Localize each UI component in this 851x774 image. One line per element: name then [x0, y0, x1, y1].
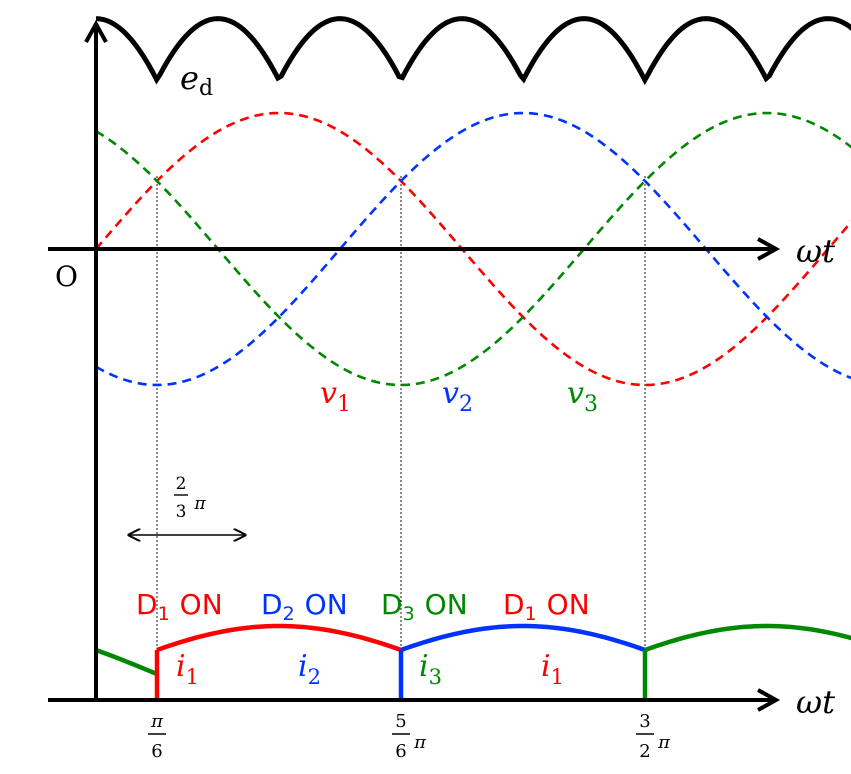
tick-numerator: 3	[639, 711, 650, 732]
v2-label: v2	[442, 376, 473, 417]
phase-voltage-curves	[95, 111, 851, 387]
i1-a-main: i	[176, 649, 186, 684]
d3-on-label: D3 ON	[381, 588, 468, 625]
d3-on-sub: 3	[403, 603, 415, 625]
vertical-guide-lines	[156, 176, 646, 700]
i2-sub: 2	[308, 665, 321, 689]
d1-on-b-on: ON	[547, 588, 590, 621]
i1-label-a: i1	[176, 649, 199, 689]
v2-label-sub: 2	[459, 392, 473, 417]
i1-a-sub: 1	[186, 665, 199, 689]
i2-label: i2	[298, 649, 321, 689]
current-arc-2	[400, 623, 646, 653]
tick-denominator: 6	[395, 741, 406, 762]
ed-label-main: e	[180, 59, 199, 97]
ed-output-curve	[95, 16, 851, 86]
d1-on-label-b: D1 ON	[503, 588, 590, 625]
tick-labels: π656π32π136π176π	[147, 711, 671, 762]
v1-label: v1	[320, 376, 351, 417]
d1-on-a-d: D	[136, 588, 158, 621]
d3-on-on: ON	[425, 588, 468, 621]
tick-denominator: 2	[639, 741, 650, 762]
i1-b-sub: 1	[551, 665, 564, 689]
lower-time-axis-arrowhead	[757, 688, 781, 712]
diode-current-segments	[95, 623, 851, 700]
curve-labels: ed O ωt ωt v1 v2 v3	[55, 59, 835, 721]
vertical-axis-arrowhead	[84, 19, 108, 43]
axes	[48, 19, 781, 712]
d1-on-a-on: ON	[180, 588, 223, 621]
ed-solid-curve	[95, 16, 851, 86]
current-arc-1	[156, 623, 402, 653]
i3-sub: 3	[429, 665, 442, 689]
tick-numerator: π	[150, 711, 164, 732]
tick-pi-symbol: π	[413, 732, 427, 753]
ed-label: ed	[180, 59, 213, 101]
d2-on-sub: 2	[283, 603, 295, 625]
d1-on-label-a: D1 ON	[136, 588, 223, 625]
interval-pi-symbol: π	[193, 494, 206, 514]
current-arc-0	[95, 647, 158, 677]
omega-t-bottom-label: ωt	[796, 683, 835, 721]
interval-annotation: 2 3 π	[129, 474, 245, 535]
i1-b-main: i	[541, 649, 551, 684]
i1-label-b: i1	[541, 649, 564, 689]
i3-main: i	[419, 649, 429, 684]
d1-on-b-d: D	[503, 588, 525, 621]
d3-on-d: D	[381, 588, 403, 621]
v3-dashed-curve	[95, 111, 851, 387]
tick-numerator: 5	[395, 711, 406, 732]
d2-on-d: D	[261, 588, 283, 621]
interval-denominator: 3	[176, 502, 187, 522]
v2-label-main: v	[442, 376, 459, 411]
d1-on-a-sub: 1	[158, 603, 170, 625]
i3-label: i3	[419, 649, 442, 689]
upper-time-axis-arrowhead	[757, 237, 781, 261]
origin-label: O	[55, 260, 78, 293]
d2-on-label: D2 ON	[261, 588, 348, 625]
v3-label-sub: 3	[584, 392, 598, 417]
d1-on-b-sub: 1	[525, 603, 537, 625]
ed-label-sub: d	[199, 76, 213, 101]
tick-label-1: π6	[147, 711, 166, 762]
v1-label-sub: 1	[337, 392, 351, 417]
v1-label-main: v	[320, 376, 337, 411]
v3-label: v3	[567, 376, 598, 417]
d2-on-on: ON	[305, 588, 348, 621]
v3-label-main: v	[567, 376, 584, 411]
omega-t-top-label: ωt	[796, 232, 835, 270]
interval-numerator: 2	[176, 474, 187, 494]
current-arc-3	[644, 623, 851, 653]
tick-pi-symbol: π	[657, 732, 671, 753]
tick-denominator: 6	[151, 741, 162, 762]
i2-main: i	[298, 649, 308, 684]
